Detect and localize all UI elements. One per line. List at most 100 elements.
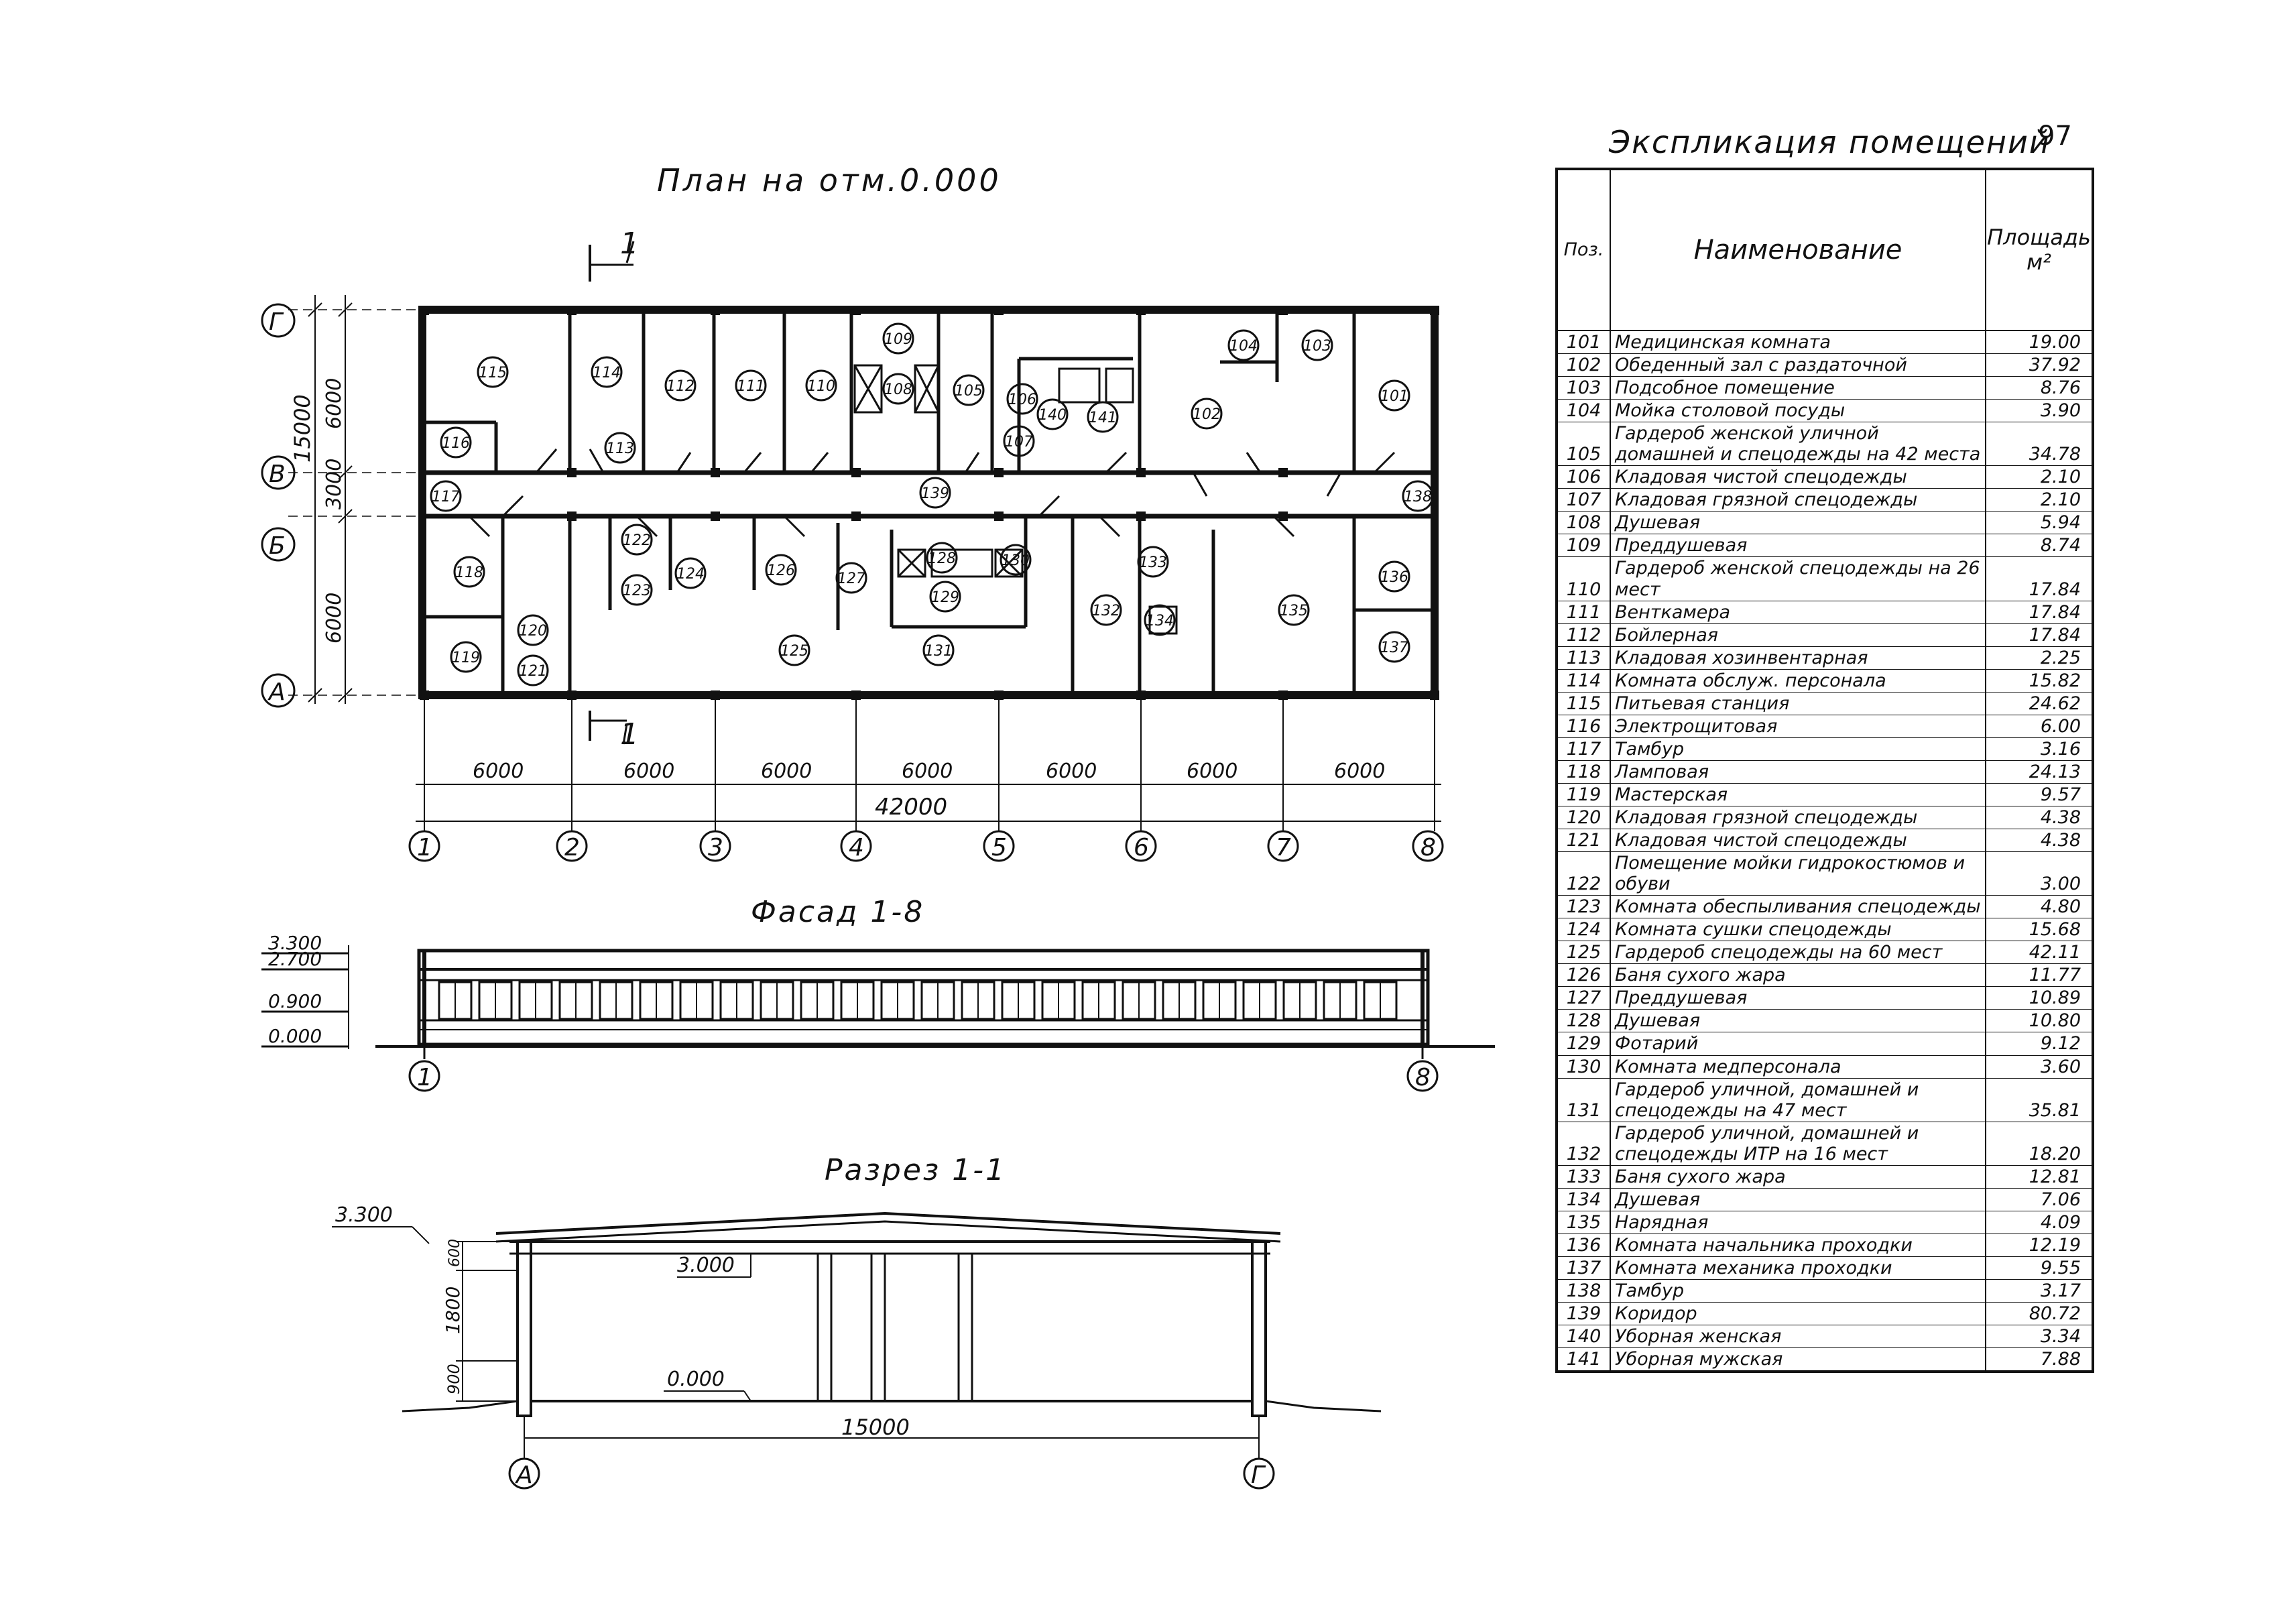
plan-horizontal-dim-line — [416, 697, 1441, 831]
dim-total-vertical: 15000 — [290, 394, 315, 463]
plan-title: План на отм.0.000 — [657, 162, 1002, 198]
row-name: Тамбур — [1610, 1279, 1986, 1303]
room-bubble — [621, 574, 653, 606]
room-number: 106 — [1008, 392, 1036, 408]
row-name: Уборная мужская — [1610, 1347, 1986, 1372]
row-area: 35.81 — [1985, 1078, 2094, 1122]
room-number: 140 — [1038, 407, 1067, 424]
header-pos: Поз. — [1556, 168, 1611, 331]
north-partitions — [422, 310, 1356, 473]
row-area: 42.11 — [1985, 941, 2094, 965]
row-pos: 108 — [1556, 511, 1611, 535]
facade-axis-label: 8 — [1415, 1064, 1431, 1091]
row-area: 4.09 — [1985, 1211, 2094, 1234]
row-area: 3.34 — [1985, 1325, 2094, 1349]
room-bubble — [1006, 383, 1038, 415]
room-number: 111 — [737, 378, 765, 395]
row-area: 12.81 — [1985, 1165, 2094, 1189]
axis-number: 7 — [1276, 834, 1291, 861]
facade-level: 0.900 — [268, 990, 322, 1012]
row-area: 2.10 — [1985, 488, 2094, 512]
room-bubble — [1087, 401, 1119, 433]
row-name: Гардероб спецодежды на 60 мест — [1610, 941, 1986, 965]
row-name: Комната сушки спецодежды — [1610, 918, 1986, 942]
row-area: 17.84 — [1985, 556, 2094, 601]
row-name: Комната обслуж. персонала — [1610, 669, 1986, 693]
room-bubble — [1090, 594, 1122, 626]
row-name: Помещение мойки гидрокостюмов и обуви — [1610, 851, 1986, 896]
room-number: 101 — [1380, 388, 1408, 405]
room-bubble — [517, 614, 549, 646]
dim-horizontal: 6000 — [1187, 760, 1237, 783]
row-area: 18.20 — [1985, 1122, 2094, 1166]
row-area: 3.16 — [1985, 737, 2094, 761]
row-area: 9.57 — [1985, 783, 2094, 806]
row-pos: 135 — [1556, 1211, 1611, 1234]
row-area: 4.38 — [1985, 806, 2094, 830]
sanitary-fixtures — [853, 364, 1178, 635]
room-bubble — [835, 562, 867, 594]
table-header-row: Поз. Наименование Площадь м² — [1556, 168, 2094, 331]
row-area: 9.55 — [1985, 1256, 2094, 1280]
section-level: 3.000 — [677, 1254, 735, 1277]
room-bubble — [1036, 398, 1069, 430]
room-bubble — [765, 554, 797, 586]
row-name: Тамбур — [1610, 737, 1986, 761]
room-number: 129 — [931, 589, 959, 606]
row-area: 19.00 — [1985, 330, 2094, 355]
row-name: Гардероб уличной, домашней и спецодежды … — [1610, 1078, 1986, 1122]
row-area: 15.82 — [1985, 669, 2094, 693]
row-pos: 119 — [1556, 783, 1611, 806]
row-name: Кладовая чистой спецодежды — [1610, 465, 1986, 489]
room-number: 134 — [1146, 613, 1174, 629]
row-area: 34.78 — [1985, 422, 2094, 467]
room-number: 132 — [1092, 603, 1120, 619]
row-pos: 123 — [1556, 895, 1611, 919]
axis-number: 3 — [708, 834, 723, 861]
facade-level: 3.300 — [268, 932, 322, 954]
facade-level: 2.700 — [268, 948, 322, 970]
room-number: 124 — [676, 566, 705, 583]
room-bubble — [450, 641, 482, 673]
facade-axis-label: 1 — [417, 1064, 432, 1091]
dim-vertical: 3000 — [322, 459, 346, 509]
row-name: Комната обеспыливания спецодежды — [1610, 895, 1986, 919]
row-pos: 114 — [1556, 669, 1611, 693]
row-name: Электрощитовая — [1610, 715, 1986, 738]
row-name: Фотарий — [1610, 1032, 1986, 1056]
facade-level: 0.000 — [268, 1025, 322, 1047]
room-number: 117 — [432, 489, 460, 505]
explication-title: Экспликация помещений — [1609, 124, 2051, 160]
row-pos: 137 — [1556, 1256, 1611, 1280]
section-level: 3.300 — [335, 1203, 393, 1227]
room-number: 107 — [1005, 434, 1033, 450]
room-bubble — [1144, 604, 1176, 636]
section-level: 0.000 — [667, 1368, 725, 1391]
room-bubble — [453, 556, 485, 588]
room-number: 139 — [921, 485, 949, 502]
room-number: 135 — [1280, 603, 1308, 619]
dim-horizontal: 6000 — [1046, 760, 1097, 783]
row-name: Подсобное помещение — [1610, 376, 1986, 400]
section-mark-bottom-label: 1 — [620, 717, 639, 752]
plan-outer-wall — [418, 306, 1439, 699]
room-bubble — [882, 373, 914, 405]
row-area: 6.00 — [1985, 715, 2094, 738]
section-dim: 1800 — [442, 1286, 464, 1334]
row-name: Душевая — [1610, 1009, 1986, 1033]
axis-label-A: А — [267, 678, 286, 706]
dim-horizontal: 6000 — [902, 760, 953, 783]
row-name: Душевая — [1610, 1188, 1986, 1211]
row-area: 12.19 — [1985, 1234, 2094, 1257]
